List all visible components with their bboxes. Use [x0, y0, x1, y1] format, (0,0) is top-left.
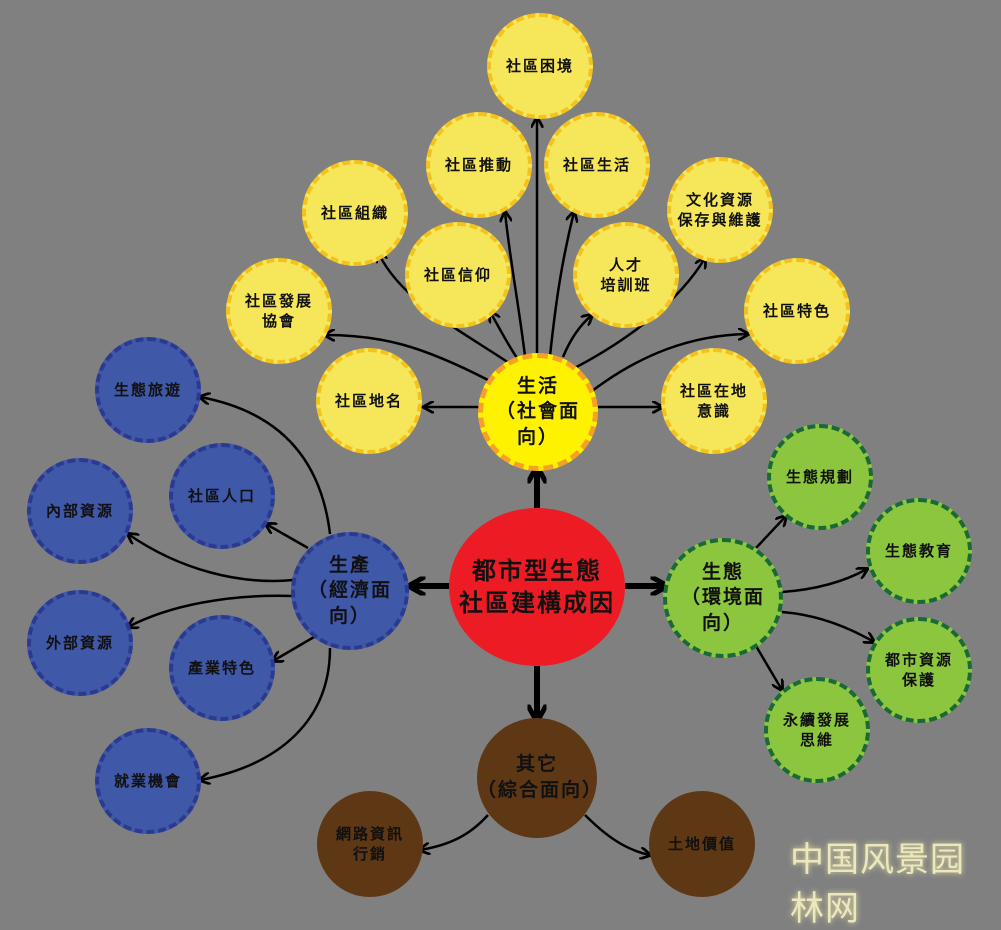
hub-economic: 生產 （經濟面向） — [291, 532, 409, 650]
center-node: 都市型生態 社區建構成因 — [449, 508, 625, 666]
leaf-community-faith: 社區信仰 — [405, 222, 511, 328]
leaf-community-population: 社區人口 — [169, 443, 275, 549]
hub-other: 其它 （綜合面向） — [477, 718, 601, 838]
leaf-industry-feature: 產業特色 — [169, 615, 275, 721]
leaf-talent-training: 人才 培訓班 — [573, 222, 679, 328]
leaf-community-life: 社區生活 — [544, 112, 650, 218]
leaf-eco-tourism: 生態旅遊 — [95, 337, 201, 443]
leaf-community-dilemma: 社區困境 — [487, 13, 593, 119]
leaf-employment: 就業機會 — [95, 728, 201, 834]
leaf-eco-planning: 生態規劃 — [767, 424, 873, 530]
leaf-external-resources: 外部資源 — [27, 590, 133, 696]
leaf-eco-education: 生態教育 — [866, 498, 972, 604]
leaf-internal-resources: 內部資源 — [27, 458, 133, 564]
leaf-urban-resource-protection: 都市資源 保護 — [866, 617, 972, 723]
leaf-community-organization: 社區組織 — [302, 160, 408, 266]
leaf-community-feature: 社區特色 — [744, 258, 850, 364]
watermark-logo: 中国风景园林网 — [790, 840, 965, 929]
leaf-online-marketing: 網路資訊 行銷 — [317, 791, 423, 897]
leaf-land-value: 土地價值 — [649, 791, 755, 897]
leaf-community-promotion: 社區推動 — [426, 112, 532, 218]
hub-environment: 生態 （環境面向） — [663, 538, 783, 658]
leaf-community-placename: 社區地名 — [316, 348, 422, 454]
connector-arrows — [0, 0, 1001, 908]
leaf-cultural-preservation: 文化資源 保存與維護 — [667, 157, 773, 263]
leaf-community-association: 社區發展 協會 — [226, 258, 332, 364]
leaf-local-awareness: 社區在地 意識 — [661, 348, 767, 454]
leaf-sustainable-thinking: 永續發展 思維 — [764, 677, 870, 783]
hub-social: 生活 （社會面向） — [478, 353, 598, 471]
